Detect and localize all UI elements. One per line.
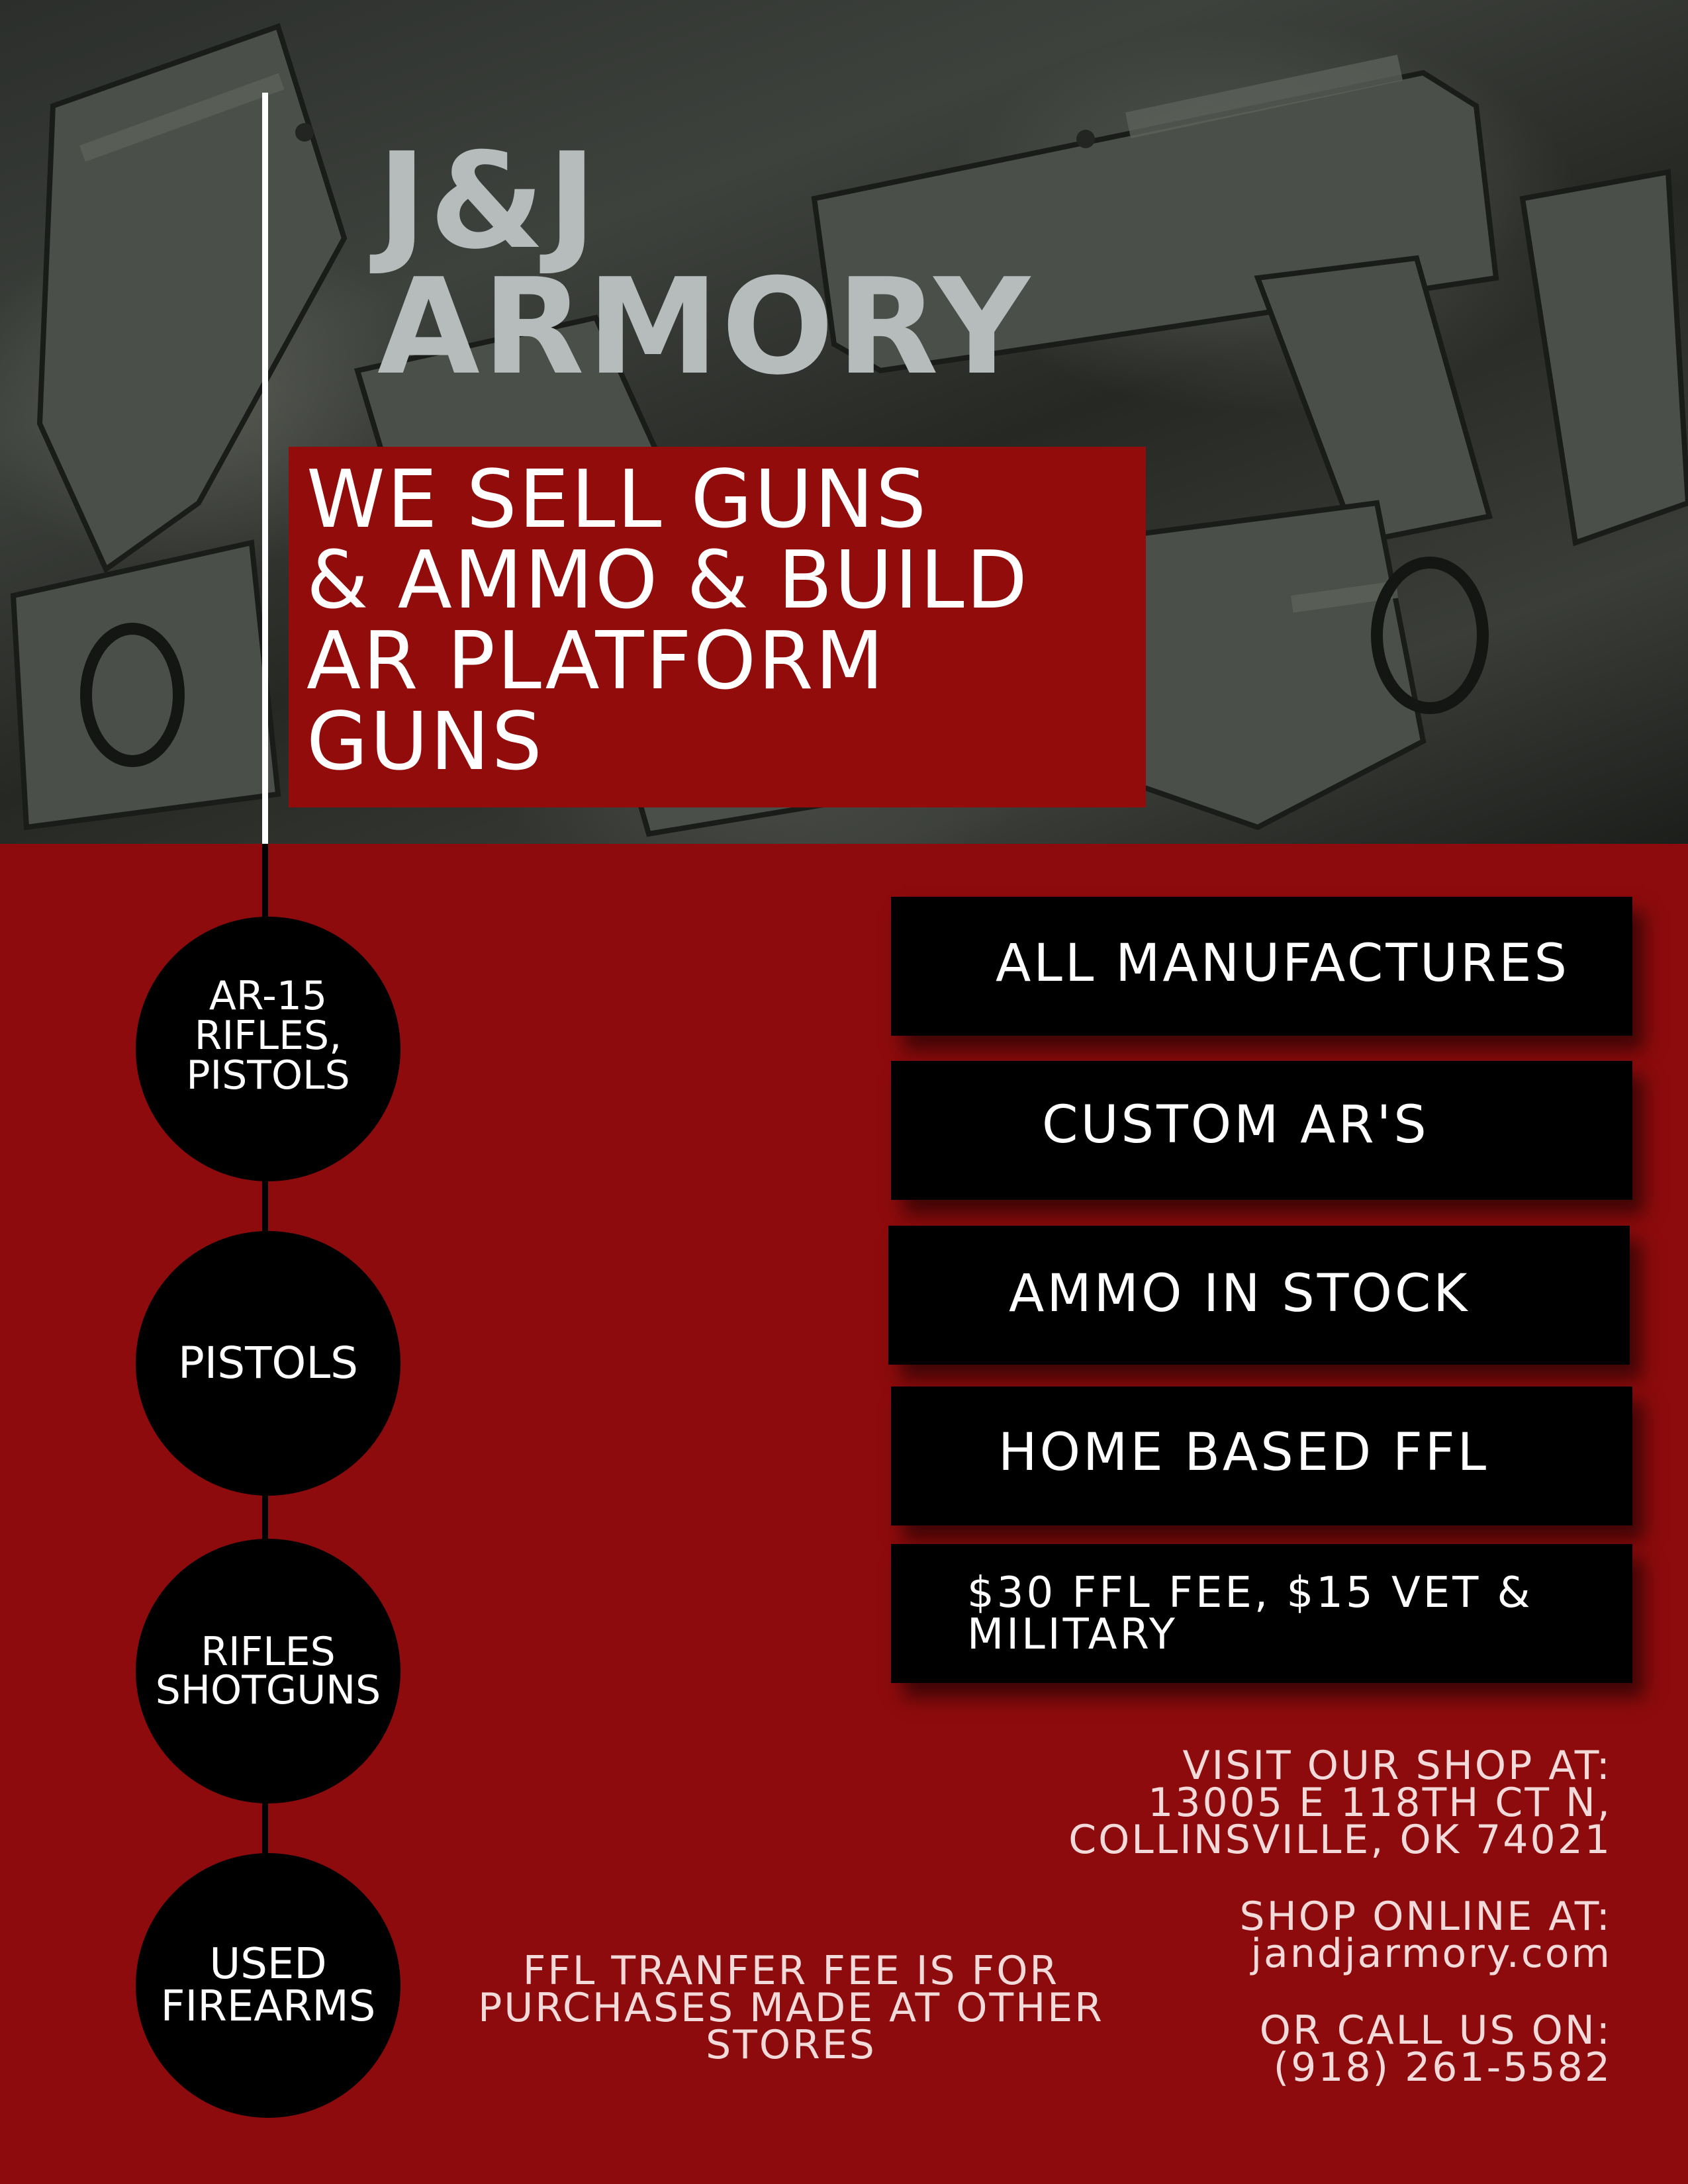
feature-ammo-in-stock: AMMO IN STOCK: [888, 1226, 1630, 1365]
feature-label: ALL MANUFACTURES: [996, 934, 1570, 993]
brand-line-1: J&J: [377, 124, 600, 279]
feature-label: CUSTOM AR'S: [1042, 1095, 1429, 1155]
timeline-line-top: [262, 93, 268, 847]
ffl-transfer-note: FFL TRANFER FEE IS FOR PURCHASES MADE AT…: [478, 1948, 1104, 2068]
category-label: AR-15 RIFLES, PISTOLS: [186, 973, 350, 1099]
website-link[interactable]: jandjarmory.com: [1250, 1931, 1612, 1977]
category-ar15: AR-15 RIFLES, PISTOLS: [136, 917, 400, 1181]
tagline-box: [289, 447, 1146, 807]
category-label: RIFLES SHOTGUNS: [155, 1629, 381, 1713]
address-line-1: 13005 E 118TH CT N,: [1148, 1780, 1612, 1826]
category-label: PISTOLS: [177, 1338, 359, 1388]
call-heading: OR CALL US ON:: [1259, 2007, 1612, 2054]
shop-address-block: VISIT OUR SHOP AT: 13005 E 118TH CT N, C…: [1068, 1743, 1612, 1863]
category-rifles-shotguns: RIFLES SHOTGUNS: [136, 1539, 400, 1803]
feature-label-line-2: MILITARY: [967, 1610, 1178, 1659]
visit-heading: VISIT OUR SHOP AT:: [1182, 1743, 1612, 1789]
category-label: USED FIREARMS: [160, 1940, 376, 2031]
feature-label-line-1: $30 FFL FEE, $15 VET &: [967, 1569, 1533, 1617]
category-pistols: PISTOLS: [136, 1231, 400, 1496]
phone-number[interactable]: (918) 261-5582: [1273, 2044, 1612, 2091]
feature-all-manufactures: ALL MANUFACTURES: [891, 897, 1632, 1036]
brand-line-2: ARMORY: [377, 250, 1033, 404]
tagline: WE SELL GUNS & AMMO & BUILD AR PLATFORM …: [306, 454, 1029, 788]
feature-custom-ars: CUSTOM AR'S: [891, 1061, 1632, 1200]
brand-logo: J&J ARMORY: [377, 136, 1033, 394]
shop-online-block: SHOP ONLINE AT: jandjarmory.com: [1239, 1893, 1612, 1977]
address-line-2: COLLINSVILLE, OK 74021: [1068, 1817, 1612, 1863]
feature-label: AMMO IN STOCK: [1009, 1264, 1470, 1324]
online-heading: SHOP ONLINE AT:: [1239, 1893, 1612, 1940]
feature-home-based-ffl: HOME BASED FFL: [891, 1387, 1632, 1525]
feature-ffl-fee: $30 FFL FEE, $15 VET & MILITARY: [891, 1544, 1632, 1683]
category-used-firearms: USED FIREARMS: [136, 1853, 400, 2118]
call-block: OR CALL US ON: (918) 261-5582: [1259, 2007, 1612, 2091]
feature-label: HOME BASED FFL: [998, 1423, 1489, 1482]
